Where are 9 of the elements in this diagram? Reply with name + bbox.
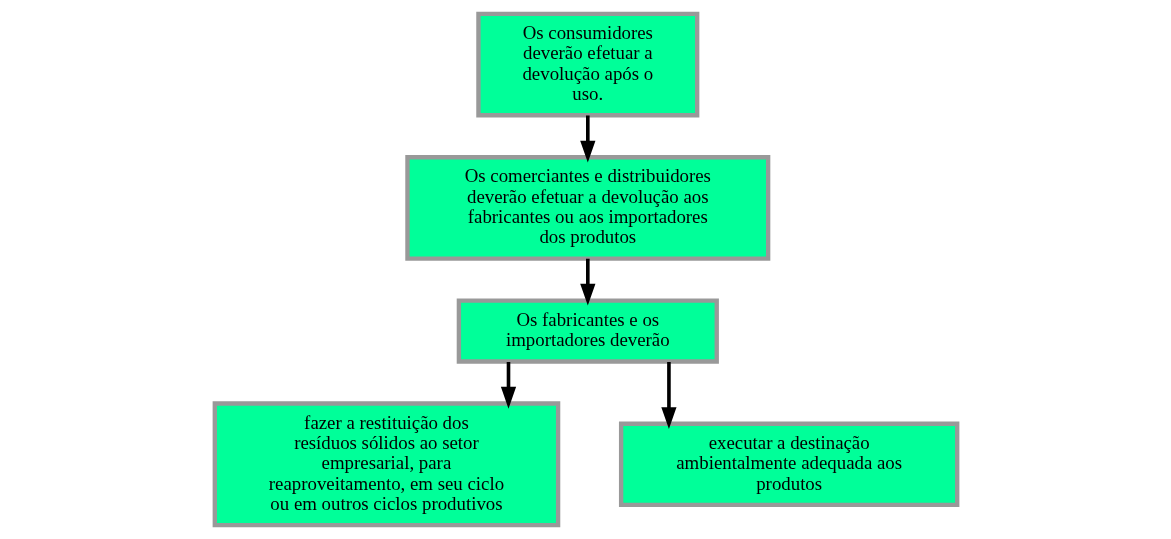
node-box: Os comerciantes e distribuidores deverão efetuar a devolução aos fabricantes ou aos importadores dos produtos bbox=[404, 155, 770, 261]
node-box: Os consumidores deverão efetuar a devolução após o uso. bbox=[475, 11, 699, 118]
node-box: fazer a restituição dos resíduos sólidos ao setor empresarial, para reaproveitamento, em seu ciclo ou em outros ciclos produtivos bbox=[212, 401, 560, 528]
arrow bbox=[579, 258, 595, 306]
node-box: Os fabricantes e os importadores deverão bbox=[456, 298, 719, 364]
arrow bbox=[660, 362, 677, 429]
arrow bbox=[579, 115, 595, 163]
node-box: executar a destinação ambientalmente adequada aos produtos bbox=[618, 421, 959, 508]
arrow bbox=[500, 362, 516, 409]
